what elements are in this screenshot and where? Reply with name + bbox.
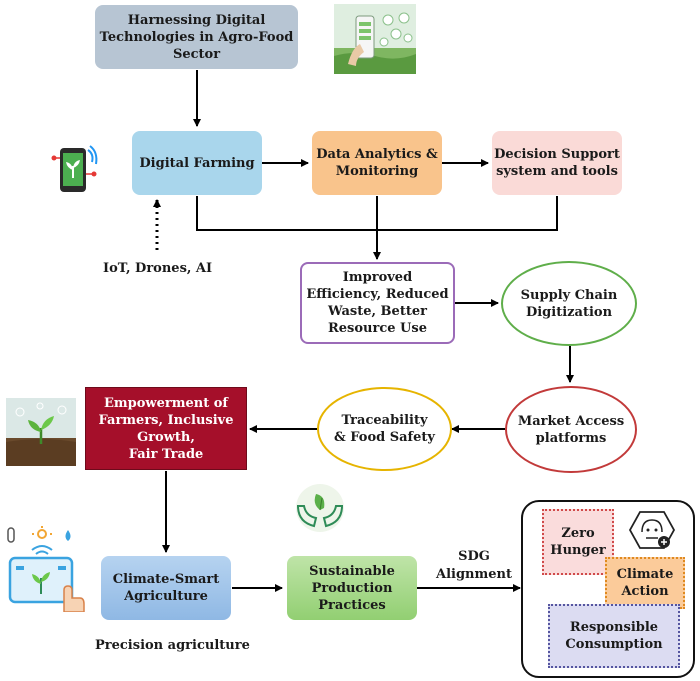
label-sdg-alignment: SDG Alignment [436, 549, 512, 582]
node-harnessing: Harnessing Digital Technologies in Agro-… [95, 5, 298, 69]
node-decision-support: Decision Support system and tools [492, 131, 622, 195]
node-climate-smart: Climate-Smart Agriculture [101, 556, 231, 620]
label-iot: IoT, Drones, AI [103, 261, 213, 276]
node-empowerment: Empowerment of Farmers, Inclusive Growth… [85, 387, 247, 470]
node-climate-action: Climate Action [605, 557, 685, 609]
seedling-photo [6, 398, 76, 466]
node-improved-efficiency: Improved Efficiency, Reduced Waste, Bett… [300, 262, 455, 344]
node-supply-chain: Supply Chain Digitization [501, 261, 637, 346]
node-responsible-consumption: Responsible Consumption [548, 604, 680, 668]
node-digital-farming: Digital Farming [132, 131, 262, 195]
node-zero-hunger: Zero Hunger [542, 509, 614, 575]
label-precision-agriculture: Precision agriculture [95, 638, 250, 653]
node-sustainable: Sustainable Production Practices [287, 556, 417, 620]
smart-farm-tablet-icon [7, 526, 85, 612]
node-market-access: Market Access platforms [505, 386, 637, 473]
node-traceability: Traceability & Food Safety [317, 387, 452, 471]
smartphone-farm-photo [334, 4, 416, 74]
node-data-analytics: Data Analytics & Monitoring [312, 131, 442, 195]
hands-leaf-icon [296, 484, 344, 532]
phone-plant-icon [51, 145, 98, 192]
sdg-face-icon [628, 511, 676, 549]
